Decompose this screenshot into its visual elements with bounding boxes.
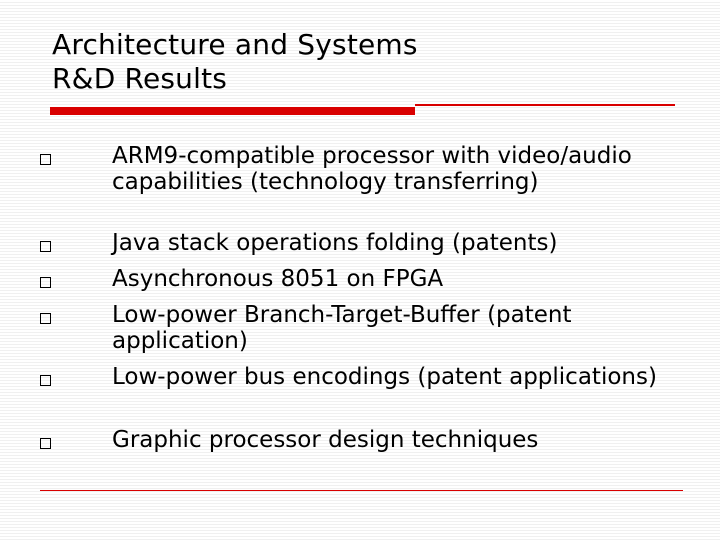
- hollow-square-icon: [40, 375, 51, 386]
- footer-divider: [40, 490, 683, 491]
- hollow-square-icon: [40, 154, 51, 165]
- bullet-text: ARM9-compatible processor with video/aud…: [112, 143, 632, 195]
- slide-title: Architecture and Systems R&D Results: [52, 28, 418, 96]
- bullet-text: Graphic processor design techniques: [112, 427, 539, 453]
- hollow-square-icon: [40, 277, 51, 288]
- bullet-text: Low-power bus encodings (patent applicat…: [112, 364, 657, 390]
- hollow-square-icon: [40, 438, 51, 449]
- hollow-square-icon: [40, 313, 51, 324]
- bullet-text: Low-power Branch-Target-Buffer (patent a…: [112, 302, 572, 354]
- title-line-2: R&D Results: [52, 62, 228, 95]
- bullet-text: Java stack operations folding (patents): [112, 230, 558, 256]
- title-line-1: Architecture and Systems: [52, 28, 418, 61]
- title-underline-thin: [415, 104, 675, 106]
- bullet-text: Asynchronous 8051 on FPGA: [112, 266, 444, 292]
- title-underline-thick: [50, 107, 415, 115]
- hollow-square-icon: [40, 241, 51, 252]
